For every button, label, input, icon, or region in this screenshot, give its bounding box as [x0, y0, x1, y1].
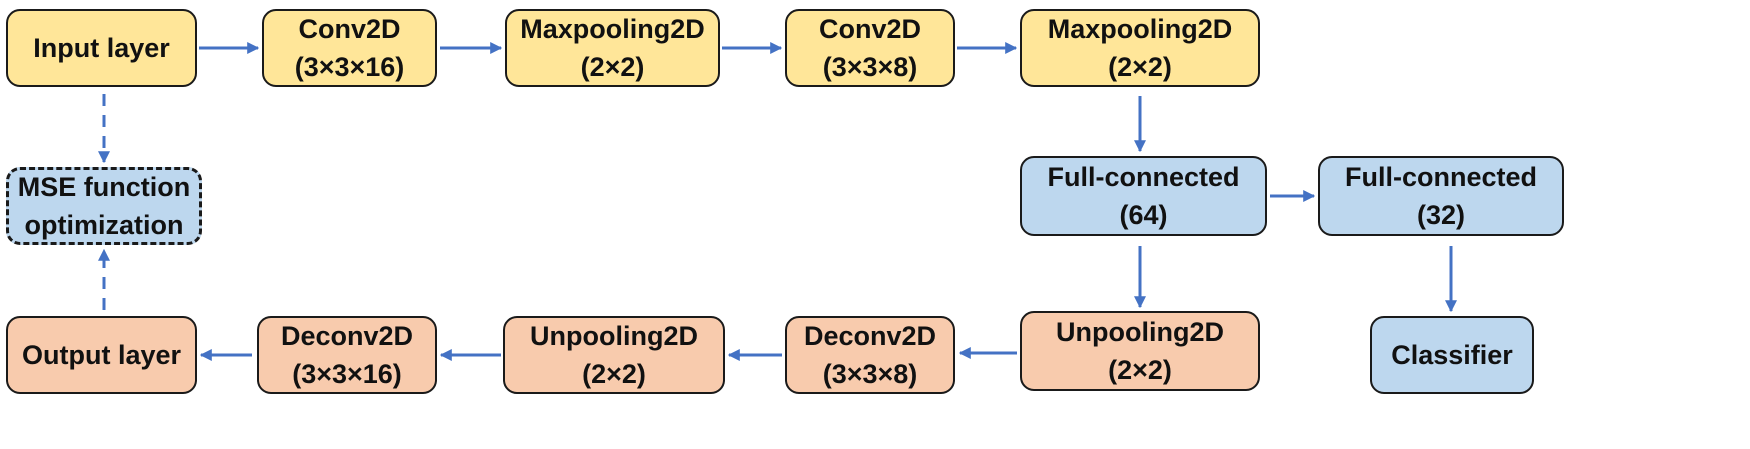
input-layer-node: Input layer [6, 9, 197, 87]
classifier-node: Classifier [1370, 316, 1534, 394]
maxpooling2d-2-size: (2×2) [1108, 52, 1172, 82]
deconv2d-16-size: (3×3×16) [292, 359, 402, 389]
full-connected-64-size: (64) [1119, 200, 1168, 230]
maxpooling2d-1-size: (2×2) [580, 52, 645, 82]
conv2d-16-size: (3×3×16) [294, 52, 405, 82]
mse-optimization-node: MSE function optimization [6, 167, 202, 245]
maxpooling2d-2-node: Maxpooling2D (2×2) [1020, 9, 1260, 87]
full-connected-32-node: Full-connected (32) [1318, 156, 1564, 236]
classifier-label: Classifier [1391, 340, 1513, 370]
conv2d-16-node: Conv2D (3×3×16) [262, 9, 437, 87]
mse-line2: optimization [24, 210, 184, 240]
deconv2d-16-node: Deconv2D (3×3×16) [257, 316, 437, 394]
conv2d-8-title: Conv2D [818, 14, 921, 44]
unpooling2d-2-node: Unpooling2D (2×2) [1020, 311, 1260, 391]
deconv2d-8-node: Deconv2D (3×3×8) [785, 316, 955, 394]
maxpooling2d-1-node: Maxpooling2D (2×2) [505, 9, 720, 87]
maxpooling2d-2-title: Maxpooling2D [1047, 14, 1233, 44]
mse-line1: MSE function [17, 172, 191, 202]
unpooling2d-2-title: Unpooling2D [1056, 317, 1224, 347]
unpooling2d-2-size: (2×2) [1108, 355, 1172, 385]
conv2d-16-title: Conv2D [298, 14, 401, 44]
output-layer-node: Output layer [6, 316, 197, 394]
unpooling2d-1-title: Unpooling2D [530, 321, 698, 351]
conv2d-8-size: (3×3×8) [822, 52, 918, 82]
conv2d-8-node: Conv2D (3×3×8) [785, 9, 955, 87]
full-connected-32-size: (32) [1416, 200, 1465, 230]
unpooling2d-1-node: Unpooling2D (2×2) [503, 316, 725, 394]
deconv2d-16-title: Deconv2D [280, 321, 414, 351]
full-connected-64-node: Full-connected (64) [1020, 156, 1267, 236]
deconv2d-8-title: Deconv2D [803, 321, 937, 351]
unpooling2d-1-size: (2×2) [582, 359, 646, 389]
input-layer-label: Input layer [33, 33, 170, 63]
full-connected-64-title: Full-connected [1047, 162, 1240, 192]
deconv2d-8-size: (3×3×8) [822, 359, 918, 389]
output-layer-label: Output layer [21, 340, 182, 370]
full-connected-32-title: Full-connected [1344, 162, 1537, 192]
maxpooling2d-1-title: Maxpooling2D [520, 14, 705, 44]
